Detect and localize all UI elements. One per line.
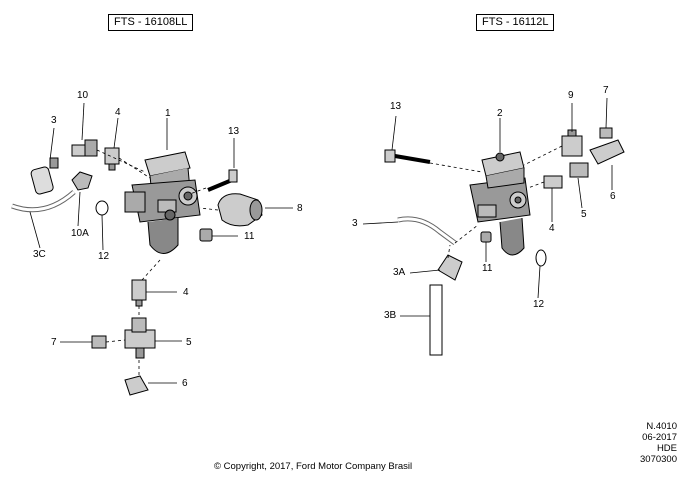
drawing-date: 06-2017 <box>642 432 677 443</box>
left-tee-5 <box>124 317 156 359</box>
callout-left-13: 13 <box>228 126 240 137</box>
callout-right-9: 9 <box>568 90 574 101</box>
left-valve-body-1 <box>124 151 201 254</box>
drawing-meta: N.4010 06-2017 HDE 3070300 <box>640 421 677 465</box>
left-elbow-6 <box>124 375 149 396</box>
callout-left-4-top: 4 <box>115 107 121 118</box>
callout-right-5: 5 <box>581 209 587 220</box>
right-tee-5 <box>569 162 589 178</box>
callout-right-13: 13 <box>390 101 402 112</box>
drawing-code: N.4010 <box>646 421 677 432</box>
right-diagram-title: FTS - 16112L <box>476 14 555 31</box>
left-fitting-7 <box>91 335 107 349</box>
callout-right-3b: 3B <box>384 310 397 321</box>
copyright: © Copyright, 2017, Ford Motor Company Br… <box>214 461 413 472</box>
callout-left-3: 3 <box>51 115 57 126</box>
right-bolt-13 <box>384 149 431 164</box>
right-elbow-3a <box>437 254 463 281</box>
right-fitting-7 <box>599 127 613 139</box>
callout-left-7: 7 <box>51 337 57 348</box>
left-diagram-title: FTS - 16108LL <box>108 14 194 31</box>
callout-right-4: 4 <box>549 223 555 234</box>
left-adapter-4b <box>131 279 147 307</box>
right-washer-12 <box>535 249 547 267</box>
callout-left-4-bottom: 4 <box>183 287 189 298</box>
callout-left-5: 5 <box>186 337 192 348</box>
callout-left-11: 11 <box>244 231 255 242</box>
right-adapter-4 <box>543 175 563 189</box>
right-hose-3 <box>397 216 457 246</box>
callout-right-11: 11 <box>482 263 493 274</box>
callout-left-1: 1 <box>165 108 171 119</box>
callout-right-3a: 3A <box>393 267 406 278</box>
left-fitting-10 <box>71 139 98 157</box>
callout-left-10: 10 <box>77 90 89 101</box>
callout-right-2: 2 <box>497 108 503 119</box>
right-fitting-6 <box>589 139 625 165</box>
callout-left-12: 12 <box>98 251 110 262</box>
left-filter-3 <box>30 157 59 195</box>
callout-right-3: 3 <box>352 218 358 229</box>
right-fitting-9 <box>561 129 583 157</box>
right-nut-11 <box>480 231 492 243</box>
right-tube-3b <box>429 284 443 356</box>
callout-left-10a: 10A <box>71 228 89 239</box>
callout-left-3c: 3C <box>33 249 46 260</box>
left-hose-3c <box>11 190 76 213</box>
callout-right-6: 6 <box>610 191 616 202</box>
callout-right-7: 7 <box>603 85 609 96</box>
drawing-line: HDE <box>656 443 677 454</box>
callout-right-12: 12 <box>533 299 545 310</box>
callout-left-6: 6 <box>182 378 188 389</box>
right-valve-body-2 <box>469 151 531 256</box>
left-adapter-4 <box>104 147 120 171</box>
left-nut-11 <box>199 228 213 242</box>
left-bolt-13 <box>207 169 238 192</box>
left-elbow-8 <box>217 193 263 227</box>
left-elbow-10a <box>71 171 93 191</box>
drawing-number: 3070300 <box>640 454 677 465</box>
callout-left-8: 8 <box>297 203 303 214</box>
left-washer-12 <box>95 200 109 216</box>
